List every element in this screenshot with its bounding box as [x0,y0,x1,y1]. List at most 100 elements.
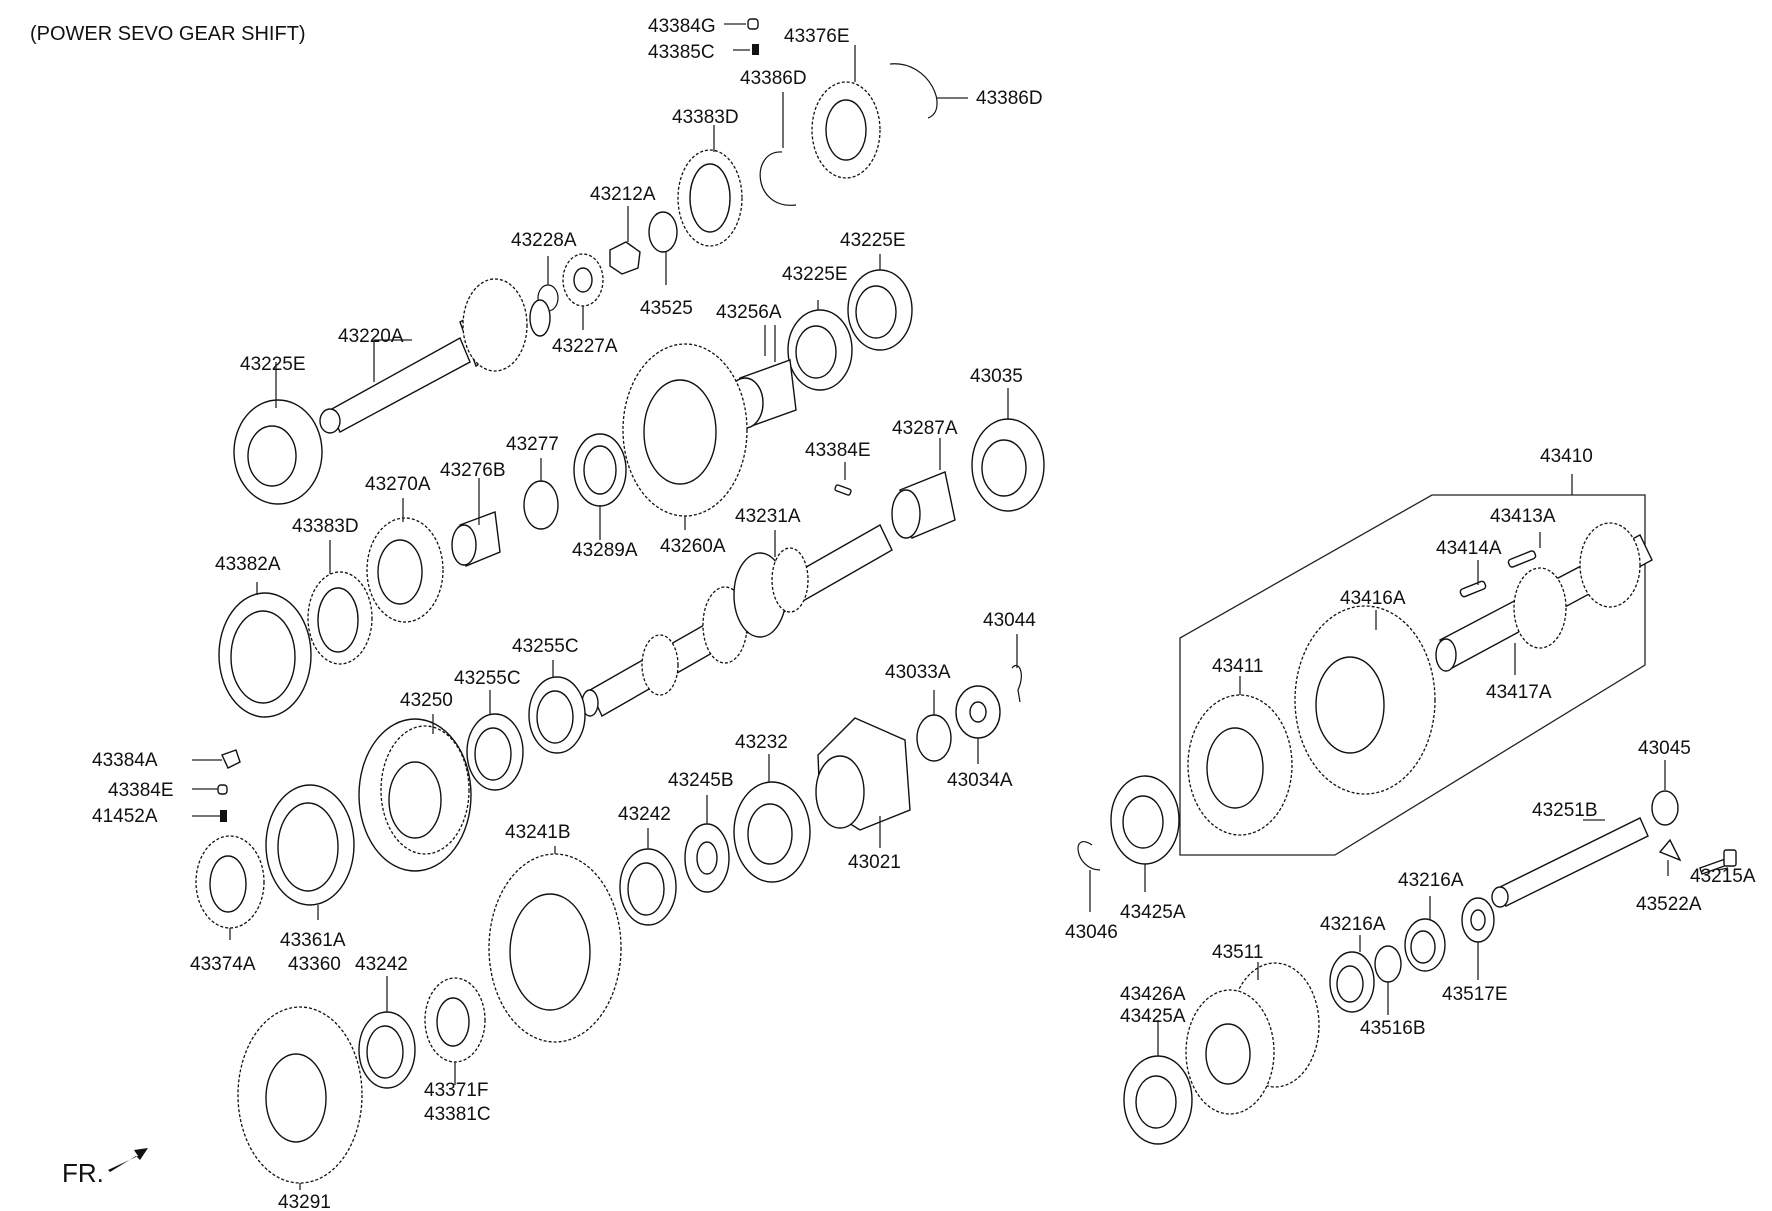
front-direction-label: FR. [62,1158,104,1188]
shaft-43251b[interactable] [1491,817,1649,908]
bushing-43525[interactable] [648,211,678,253]
diagram-header: (POWER SEVO GEAR SHIFT) [30,23,306,45]
nut-43212a[interactable] [609,241,641,275]
ring-43289a[interactable] [573,433,627,507]
label-43371f: 43371F [424,1080,488,1101]
bearing-43035[interactable] [971,418,1045,512]
label-43225e-a: 43225E [240,354,306,375]
hub-43374a[interactable] [195,835,265,929]
bearing-43242-a[interactable] [619,848,677,926]
label-43386d-a: 43386D [740,68,807,89]
ring-43516b[interactable] [1374,945,1402,983]
bearing-43216a-b[interactable] [1329,951,1375,1013]
gear-43511[interactable] [1185,962,1320,1115]
ring-43277[interactable] [523,480,559,530]
label-43232: 43232 [735,732,788,753]
label-43034a: 43034A [947,770,1013,791]
label-43384e-b: 43384E [108,780,174,801]
synchro-ring-43383d-b[interactable] [307,571,373,665]
key-43413a[interactable] [1507,550,1537,568]
housing-43021[interactable] [815,717,911,831]
label-43525: 43525 [640,298,693,319]
label-43046: 43046 [1065,922,1118,943]
label-43260a: 43260A [660,536,726,557]
sleeve-43361a[interactable] [265,784,355,906]
pin-43044[interactable] [1011,664,1022,703]
bearing-43242-b[interactable] [358,1011,416,1089]
label-43416a: 43416A [1340,588,1406,609]
fork-43384a[interactable] [221,749,241,769]
bearing-43227a[interactable] [562,253,604,307]
bushing-43276b[interactable] [451,511,501,567]
label-43216a-b: 43216A [1320,914,1386,935]
label-43225e-b: 43225E [782,264,848,285]
washer-43517e[interactable] [1461,897,1495,943]
leader-lines [192,23,1729,1190]
bearing-43425a-a[interactable] [1110,775,1180,865]
gear-43241b[interactable] [488,853,622,1043]
main-shaft-43231a[interactable] [581,524,893,717]
label-43220a: 43220A [338,326,404,347]
gear-43371f[interactable] [424,977,486,1063]
label-43242-b: 43242 [355,954,408,975]
label-43522a: 43522A [1636,894,1702,915]
spring-41452a[interactable] [220,810,227,822]
label-43242-a: 43242 [618,804,671,825]
label-43385c: 43385C [648,42,715,63]
snap-ring-43046[interactable] [1077,841,1101,871]
bearing-43232[interactable] [733,781,811,883]
label-43215a: 43215A [1690,866,1756,887]
synchro-ring-43383d-a[interactable] [677,149,743,247]
pin-43384g[interactable] [747,18,759,30]
label-43511: 43511 [1212,942,1263,963]
gear-43411[interactable] [1187,694,1293,836]
gear-43416a[interactable] [1294,605,1436,795]
label-43414a: 43414A [1436,538,1502,559]
gear-43250[interactable] [358,718,472,872]
plate-43522a[interactable] [1658,838,1682,862]
washer-43245b[interactable] [684,823,730,893]
label-43360: 43360 [288,954,341,975]
bearing-43255c-b[interactable] [466,713,524,791]
label-43225e-c: 43225E [840,230,906,251]
label-43021: 43021 [848,852,901,873]
nut-43034a[interactable] [955,685,1001,739]
label-43384a: 43384A [92,750,158,771]
sleeve-43382a[interactable] [218,592,312,718]
label-43383d-a: 43383D [672,107,739,128]
label-43381c: 43381C [424,1104,491,1125]
label-43228a: 43228A [511,230,577,251]
gear-43270a[interactable] [366,517,444,623]
bearing-43425a-b[interactable] [1123,1055,1193,1145]
label-43227a: 43227A [552,336,618,357]
key-43414a[interactable] [1459,580,1487,598]
hub-43376e[interactable] [811,81,881,179]
ring-43033a[interactable] [916,714,952,762]
ring-43045[interactable] [1651,790,1679,826]
bearing-43225e-a[interactable] [233,399,323,505]
input-shaft-43220a[interactable] [319,278,551,434]
label-43289a: 43289A [572,540,638,561]
label-43410: 43410 [1540,446,1593,467]
label-43044: 43044 [983,610,1036,631]
gear-43260a[interactable] [622,343,748,517]
bearing-43225e-c[interactable] [787,309,853,391]
spring-43385c[interactable] [752,44,759,55]
bearing-43225e-b[interactable] [847,269,913,351]
label-43276b: 43276B [440,460,506,481]
bearing-43216a-a[interactable] [1404,918,1446,972]
shaft-43417a[interactable] [1435,522,1653,672]
pin-43384e-a[interactable] [834,484,852,496]
gear-43291[interactable] [237,1006,363,1184]
label-43216a-a: 43216A [1398,870,1464,891]
label-43386d-b: 43386D [976,88,1043,109]
label-43516b: 43516B [1360,1018,1426,1039]
front-arrow-icon [108,1148,148,1172]
bearing-43255c-a[interactable] [528,676,586,754]
pin-43384e-b[interactable] [217,784,228,795]
snap-ring-43386d-a[interactable] [759,151,797,206]
bushing-43287a[interactable] [891,471,956,539]
bolt-43215a[interactable] [1699,849,1737,875]
snap-ring-43386d-b[interactable] [889,63,938,119]
